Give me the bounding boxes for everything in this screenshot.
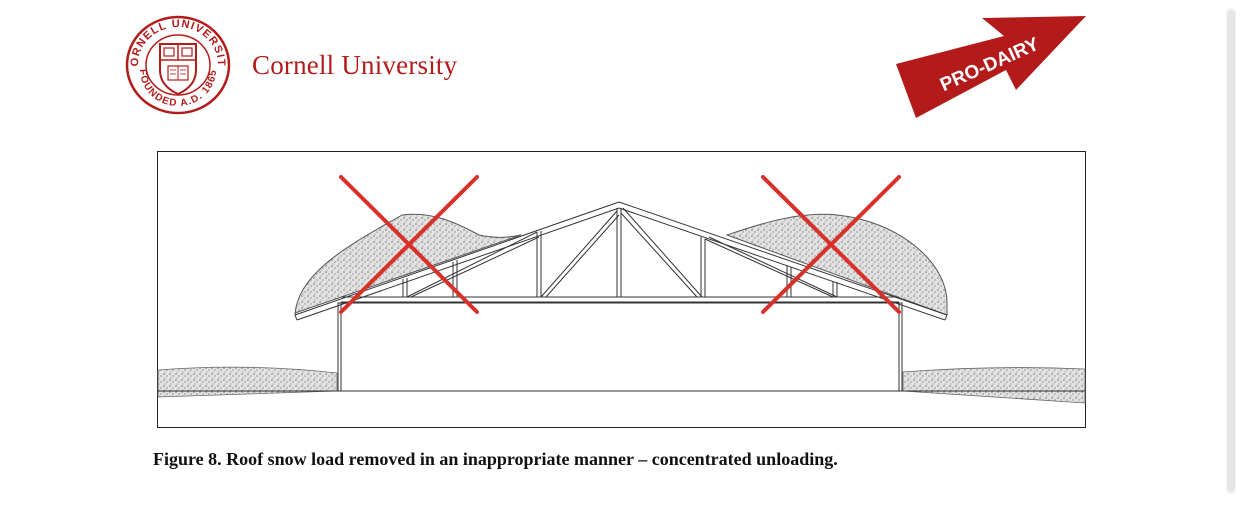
roof-snow-drift-right: [725, 213, 948, 316]
ground-snow-right: [902, 367, 1086, 404]
university-name: Cornell University: [252, 50, 458, 80]
barn-walls: [337, 302, 903, 392]
incorrect-mark-left: [339, 175, 479, 314]
pro-dairy-logo: PRO-DAIRY: [896, 16, 1086, 118]
figure-caption: Figure 8. Roof snow load removed in an i…: [153, 449, 838, 469]
roof-snow-drift-left: [294, 213, 522, 316]
scrollbar-thumb[interactable]: [1227, 10, 1235, 492]
ground-snow-left: [157, 366, 338, 398]
vertical-scrollbar[interactable]: [1226, 8, 1236, 494]
barn-roof-snow-diagram: [157, 175, 1086, 404]
incorrect-mark-right: [761, 175, 901, 314]
cornell-seal-logo: CORNELL UNIVERSITY FOUNDED A.D. 1865: [124, 14, 231, 115]
